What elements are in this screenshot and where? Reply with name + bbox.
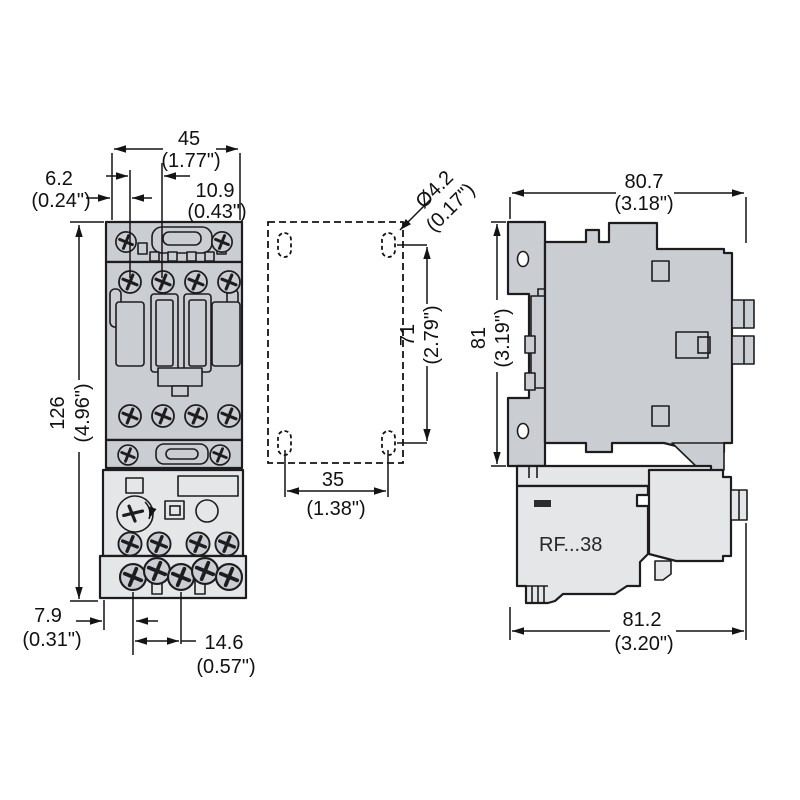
screw-icon (118, 562, 148, 592)
side-terminal (731, 299, 755, 329)
svg-text:(1.77"): (1.77") (161, 150, 220, 172)
svg-text:(0.57"): (0.57") (196, 656, 255, 678)
svg-text:(3.20"): (3.20") (614, 633, 673, 655)
contactor-side-profile (543, 221, 734, 454)
contactor-top-cap (104, 220, 244, 264)
dim-front-width: 45 (1.77") (111, 128, 241, 220)
relay-side-block (647, 468, 733, 563)
dim-depth-total: 81.2 (3.20") (509, 523, 747, 655)
svg-text:80.7: 80.7 (625, 171, 664, 193)
side-terminal (731, 335, 755, 365)
svg-text:35: 35 (322, 469, 344, 491)
dim-depth: 80.7 (3.18") (509, 171, 747, 243)
dim-terminal-offset: 7.9 (0.31") (22, 592, 182, 655)
screw-icon (184, 530, 212, 558)
dim-overall-height: 126 (4.96") (47, 221, 104, 602)
screw-icon (208, 443, 232, 467)
dim-side-height: 81 (3.19") (468, 221, 514, 467)
screw-icon (216, 269, 242, 295)
svg-text:(4.96"): (4.96") (72, 383, 94, 442)
screw-icon (166, 562, 196, 592)
dim-mount-offset: 6.2 (0.24") (31, 168, 152, 212)
screw-icon (116, 530, 144, 558)
relay-slot (534, 500, 551, 507)
side-view: RF...38 (506, 220, 755, 605)
screw-icon (190, 556, 220, 586)
dim-screw-offset: 10.9 (0.43") (106, 163, 247, 278)
svg-text:81: 81 (468, 327, 490, 349)
svg-text:(3.18"): (3.18") (614, 193, 673, 215)
dim-mounting-pitch-h: 35 (1.38") (284, 450, 389, 520)
screw-icon (213, 530, 241, 558)
screw-icon (145, 530, 173, 558)
contactor-bottom-cap (104, 438, 244, 470)
dim-hole-diameter: Ø4.2 (0.17") (399, 167, 480, 237)
svg-text:(3.19"): (3.19") (492, 308, 514, 367)
svg-text:45: 45 (178, 128, 200, 150)
relay-side-body (515, 484, 650, 605)
dim-mounting-pitch-v: 71 (2.79") (397, 244, 443, 444)
mounting-slot (381, 232, 396, 258)
svg-text:10.9: 10.9 (196, 180, 235, 202)
overload-relay-front (98, 468, 248, 600)
front-view (98, 220, 248, 600)
screw-icon (183, 269, 209, 295)
screw-icon (214, 562, 244, 592)
screw-icon (150, 269, 176, 295)
screw-icon (150, 403, 176, 429)
contactor-body (104, 260, 244, 442)
screw-icon (116, 443, 140, 467)
svg-text:7.9: 7.9 (34, 605, 62, 627)
svg-text:14.6: 14.6 (205, 632, 244, 654)
screw-icon (216, 403, 242, 429)
screw-icon (117, 403, 143, 429)
screw-icon (210, 230, 234, 254)
mounting-pattern (267, 221, 404, 464)
adjustment-dial-icon (116, 495, 157, 533)
svg-text:(0.31"): (0.31") (22, 629, 81, 651)
svg-text:6.2: 6.2 (45, 168, 73, 190)
dim-terminal-pitch: 14.6 (0.57") (135, 632, 256, 678)
svg-text:(0.24"): (0.24") (31, 190, 90, 212)
svg-text:(1.38"): (1.38") (306, 498, 365, 520)
svg-text:126: 126 (47, 396, 69, 429)
svg-text:(0.43"): (0.43") (187, 201, 246, 223)
screw-icon (114, 230, 138, 254)
screw-icon (183, 403, 209, 429)
mounting-hole (516, 250, 530, 268)
svg-text:81.2: 81.2 (623, 609, 662, 631)
mounting-slot (277, 232, 292, 258)
screw-icon (142, 556, 172, 586)
svg-text:71: 71 (397, 324, 419, 346)
mounting-hole (516, 422, 530, 440)
product-model-label: RF...38 (539, 534, 602, 556)
svg-text:(2.79"): (2.79") (421, 305, 443, 364)
